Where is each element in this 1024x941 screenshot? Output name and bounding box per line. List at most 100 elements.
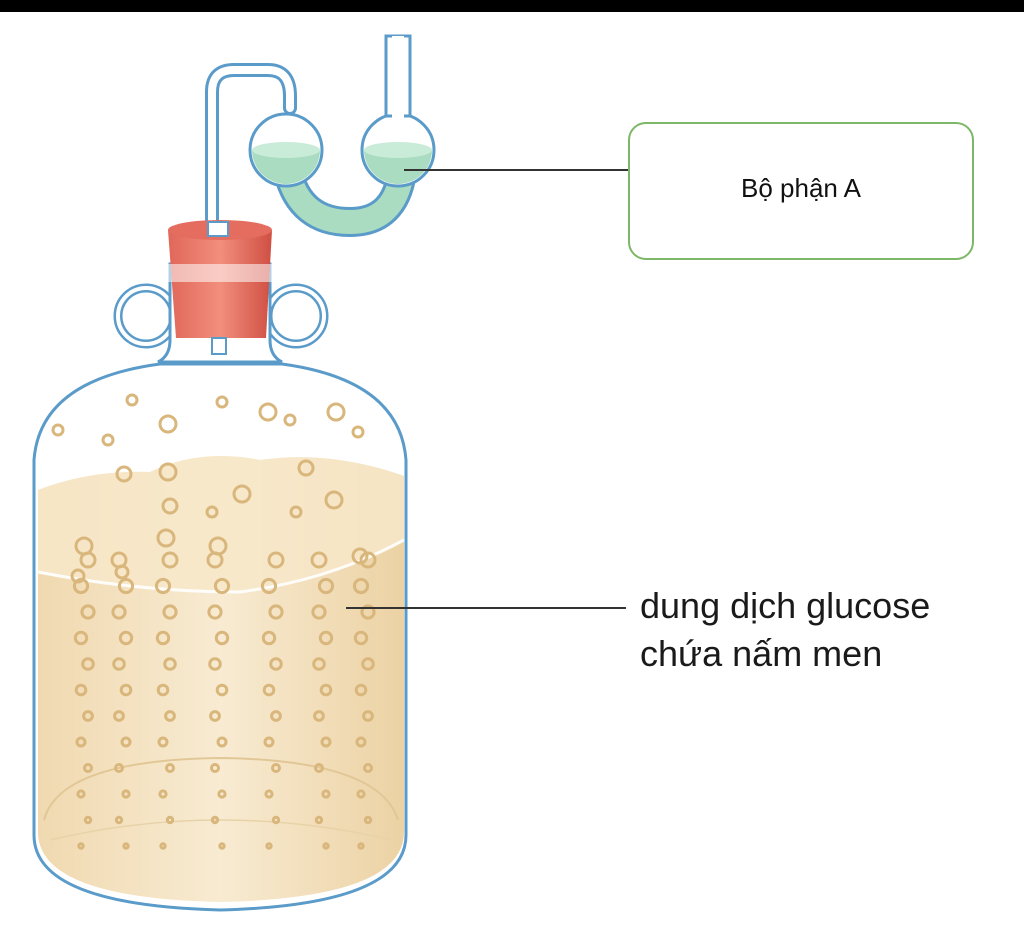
part-a-label-box: Bộ phận A [628,122,974,260]
bubble [83,763,93,773]
bubble [161,551,179,569]
bubble [125,393,139,407]
bubble [363,815,373,825]
top-black-bar [0,0,1024,12]
bubble [155,630,171,646]
bubble [321,789,331,799]
bubble [354,683,368,697]
bubble [359,551,377,569]
bubble [77,842,85,850]
bubble [262,683,276,697]
bubble [311,604,327,620]
gas-bubbles [51,393,377,850]
bubble [111,604,127,620]
glass-bottle [32,262,408,912]
bubble [271,815,281,825]
bubble [51,423,65,437]
bubble [156,683,170,697]
bubble [360,604,376,620]
bubble [75,736,87,748]
bubble [101,433,115,447]
bubble [215,395,229,409]
bubble [80,604,96,620]
bubble [314,815,324,825]
bubble [314,763,324,773]
bubble [114,564,130,580]
solution-label-line2: chứa nấm men [640,633,883,674]
bubble [351,547,369,565]
bubble [117,577,135,595]
bubble [312,657,326,671]
bubble [351,425,365,439]
part-a-label: Bộ phận A [741,172,861,203]
bubble [297,459,315,477]
bubble [163,657,177,671]
bubble [119,683,133,697]
bubble [214,630,230,646]
bubble [76,789,86,799]
bubble [208,536,228,556]
bubble [264,789,274,799]
bubble [362,710,374,722]
bubble [113,710,125,722]
bubble [267,551,285,569]
bubble [162,604,178,620]
bubble [82,710,94,722]
bubble [270,710,282,722]
bubble [263,736,275,748]
bubble [232,484,252,504]
bubble [158,414,178,434]
bubble [318,630,334,646]
bubble [157,736,169,748]
bubble [210,763,220,773]
solution-label: dung dịch glucose chứa nấm men [640,582,1020,678]
bubble [81,657,95,671]
bubble [261,630,277,646]
bubble [357,842,365,850]
bubble [158,789,168,799]
rubber-stopper [164,220,276,355]
solution-label-line1: dung dịch glucose [640,585,931,626]
bubble [164,710,176,722]
bubble [210,815,220,825]
bubble [115,465,133,483]
bubble [158,462,178,482]
bubble [353,630,369,646]
bubble [265,842,273,850]
bubble [352,577,370,595]
bubble [205,505,219,519]
bubble [217,789,227,799]
bubble [156,528,176,548]
bubble [70,568,86,584]
bubble [283,413,297,427]
bubble [118,630,134,646]
bubble [317,577,335,595]
bubble [154,577,172,595]
bubble [215,683,229,697]
bubble [319,683,333,697]
bubble [271,763,281,773]
bubble [209,710,221,722]
bubble [121,789,131,799]
bubble [320,736,332,748]
bubble [313,710,325,722]
bubble [165,815,175,825]
bubble [216,736,228,748]
bubble [322,842,330,850]
bubble [218,842,226,850]
bubble [159,842,167,850]
bubble [112,657,126,671]
bubble [208,657,222,671]
bubble [73,630,89,646]
bubble [310,551,328,569]
bubble [74,536,94,556]
bubble [269,657,283,671]
bubble [114,815,124,825]
bubble [356,789,366,799]
bubble [324,490,344,510]
bubble [207,604,223,620]
bubble [122,842,130,850]
bubble [289,505,303,519]
